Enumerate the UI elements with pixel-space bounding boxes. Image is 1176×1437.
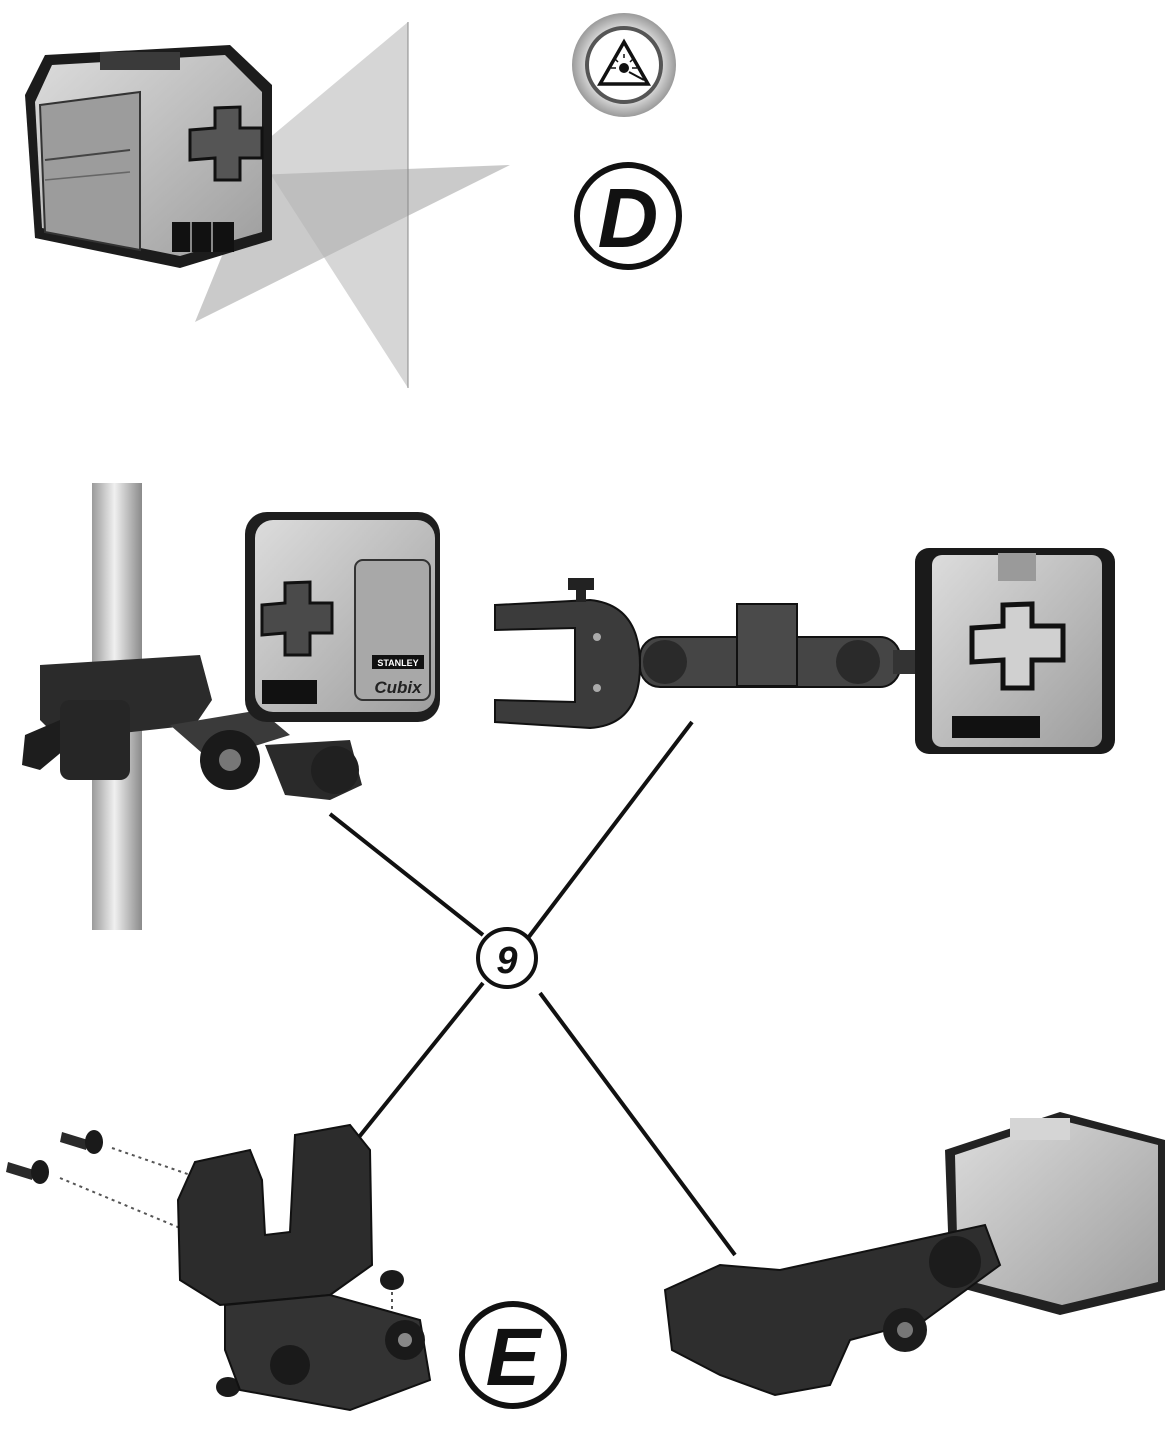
laser-level-unit-d [25,45,272,268]
product-text: Cubix [374,678,423,697]
pole-clamp-bracket [22,655,362,800]
brand-text: STANLEY [377,658,418,668]
laser-beam-planes [195,22,510,388]
section-e-label: E [486,1312,543,1403]
laser-warning-icon [572,13,676,117]
section-d-label: D [598,171,659,265]
bracket-clamp-exploded [176,1123,432,1412]
callout-number: 9 [496,940,517,982]
laser-level-unit-assembled [945,1112,1165,1315]
callout-leader-lines [328,720,737,1257]
section-e-badge: E [459,1301,567,1409]
laser-level-unit-side [915,548,1115,754]
bracket-assembled [663,1223,1002,1397]
laser-level-unit-mounted: STANLEY Cubix [245,512,440,722]
bracket-side-view [494,578,921,730]
callout-number-badge: 9 [476,927,538,989]
section-d-badge: D [574,162,682,270]
